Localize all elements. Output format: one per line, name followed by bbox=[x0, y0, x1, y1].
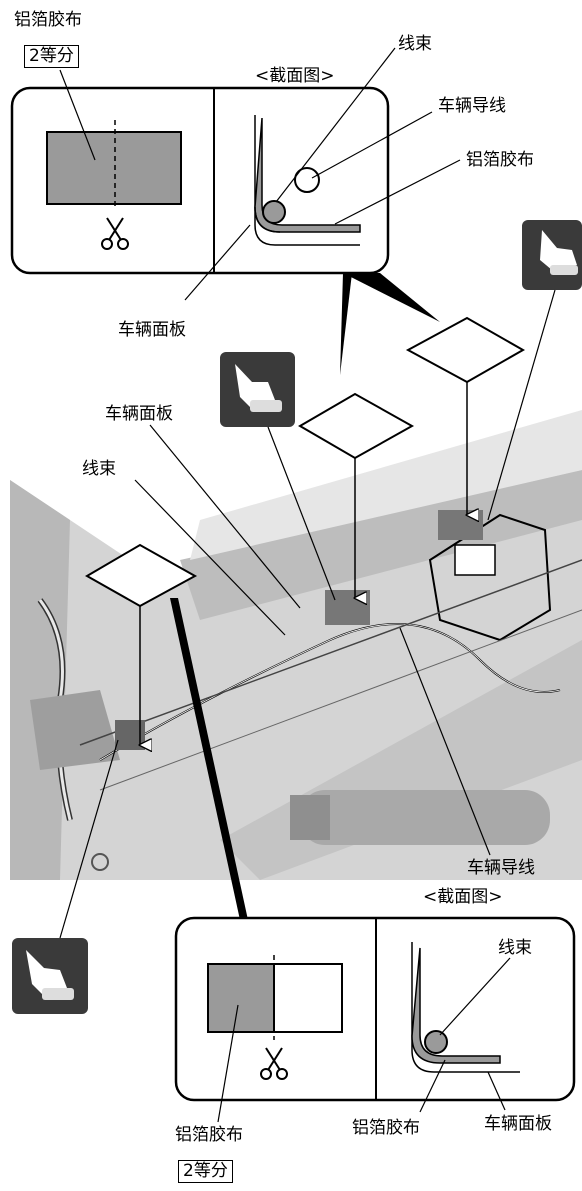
vehicle-body-illustration bbox=[10, 410, 582, 880]
mid-leader-lines bbox=[134, 424, 491, 856]
bottom-callout-box bbox=[174, 916, 576, 1102]
label-harness-bottom: 线束 bbox=[498, 938, 532, 958]
label-harness-mid: 线束 bbox=[82, 459, 116, 479]
callout-pointer-right bbox=[343, 273, 440, 322]
press-hand-icon-top-right bbox=[522, 220, 582, 290]
label-vehicle-panel-top: 车辆面板 bbox=[118, 320, 186, 340]
label-vehicle-wire-top: 车辆导线 bbox=[438, 96, 506, 116]
label-vehicle-panel-bottom: 车辆面板 bbox=[484, 1114, 552, 1134]
icon-leader-lines bbox=[59, 289, 556, 939]
callout-pointer-left bbox=[340, 273, 352, 375]
label-section-view-bottom: <截面图> bbox=[423, 887, 503, 907]
label-harness-top: 线束 bbox=[398, 34, 432, 54]
label-split-in-two-bottom: 2等分 bbox=[178, 1160, 233, 1183]
scissors-icon-bottom bbox=[260, 1047, 288, 1080]
label-split-in-two-top: 2等分 bbox=[24, 45, 79, 68]
top-callout-box bbox=[10, 86, 390, 275]
tape-arrows bbox=[140, 382, 467, 745]
scissors-icon-top bbox=[101, 217, 129, 250]
press-hand-icon-bottom-left bbox=[12, 938, 88, 1014]
bottom-callout-pointer bbox=[170, 598, 248, 920]
label-aluminum-tape-top-right: 铝箔胶布 bbox=[466, 150, 534, 170]
label-vehicle-panel-mid: 车辆面板 bbox=[105, 404, 173, 424]
label-aluminum-tape-bottom-left: 铝箔胶布 bbox=[175, 1125, 243, 1145]
bottom-leader-lines bbox=[217, 957, 511, 1123]
tape-squares bbox=[84, 316, 526, 608]
top-leader-lines bbox=[59, 47, 461, 301]
label-vehicle-wire-bottom: 车辆导线 bbox=[467, 858, 535, 878]
label-aluminum-tape-top: 铝箔胶布 bbox=[14, 10, 82, 30]
label-section-view-top: <截面图> bbox=[255, 66, 335, 86]
label-aluminum-tape-bottom-mid: 铝箔胶布 bbox=[352, 1118, 420, 1138]
press-hand-icon-mid bbox=[220, 352, 295, 427]
